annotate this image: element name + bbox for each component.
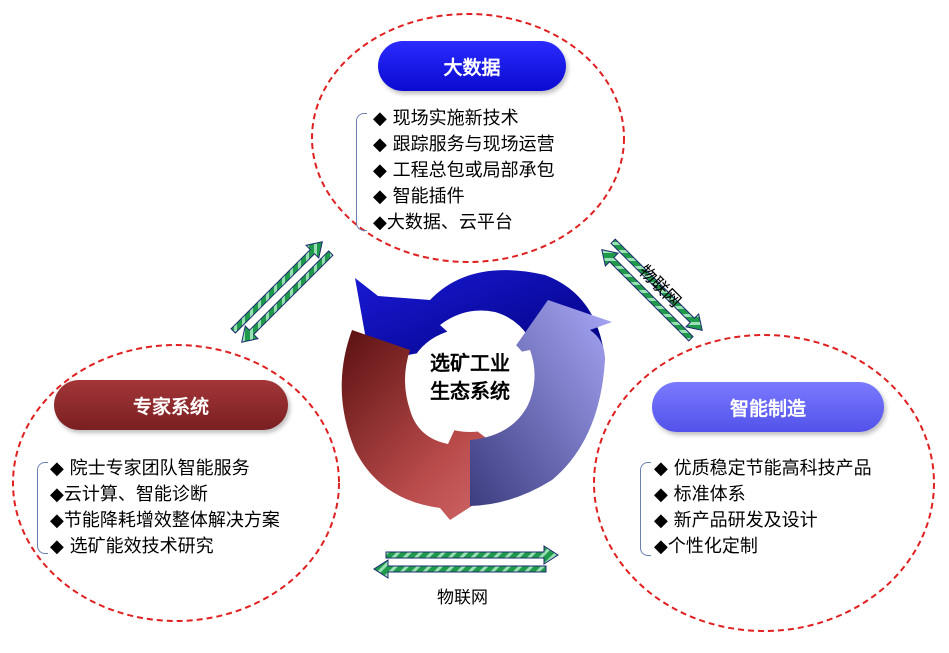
center-label: 选矿工业 生态系统 <box>416 349 524 405</box>
list-item: ◆ 现场实施新技术 <box>373 106 555 132</box>
bottom-link-label: 物联网 <box>437 583 488 608</box>
center-label-line2: 生态系统 <box>416 377 524 405</box>
list-item: ◆ 院士专家团队智能服务 <box>50 456 280 482</box>
list-item: ◆ 智能插件 <box>373 184 555 210</box>
link-arrow-bottom <box>374 546 558 578</box>
list-item: ◆ 标准体系 <box>654 482 872 508</box>
list-item: ◆ 跟踪服务与现场运营 <box>373 132 555 158</box>
bigdata-bracket <box>356 113 367 231</box>
list-item: ◆云计算、智能诊断 <box>50 482 280 508</box>
list-item: ◆ 选矿能效技术研究 <box>50 534 280 560</box>
list-item: ◆ 工程总包或局部承包 <box>373 158 555 184</box>
list-item: ◆节能降耗增效整体解决方案 <box>50 508 280 534</box>
bigdata-title-text: 大数据 <box>443 53 500 80</box>
list-item: ◆ 优质稳定节能高科技产品 <box>654 456 872 482</box>
list-item: ◆ 新产品研发及设计 <box>654 508 872 534</box>
expert-list: ◆ 院士专家团队智能服务 ◆云计算、智能诊断 ◆节能降耗增效整体解决方案 ◆ 选… <box>50 456 280 560</box>
manufacturing-bracket <box>640 462 651 556</box>
expert-title: 专家系统 <box>54 380 288 430</box>
manufacturing-list: ◆ 优质稳定节能高科技产品 ◆ 标准体系 ◆ 新产品研发及设计 ◆个性化定制 <box>654 456 872 560</box>
bigdata-title: 大数据 <box>378 41 566 91</box>
manufacturing-title: 智能制造 <box>652 382 884 432</box>
link-arrow-left <box>225 235 338 348</box>
expert-title-text: 专家系统 <box>133 392 209 419</box>
expert-bracket <box>37 462 48 554</box>
bigdata-list: ◆ 现场实施新技术 ◆ 跟踪服务与现场运营 ◆ 工程总包或局部承包 ◆ 智能插件… <box>373 106 555 236</box>
list-item: ◆个性化定制 <box>654 534 872 560</box>
center-label-line1: 选矿工业 <box>416 349 524 377</box>
list-item: ◆大数据、云平台 <box>373 210 555 236</box>
manufacturing-title-text: 智能制造 <box>730 394 806 421</box>
